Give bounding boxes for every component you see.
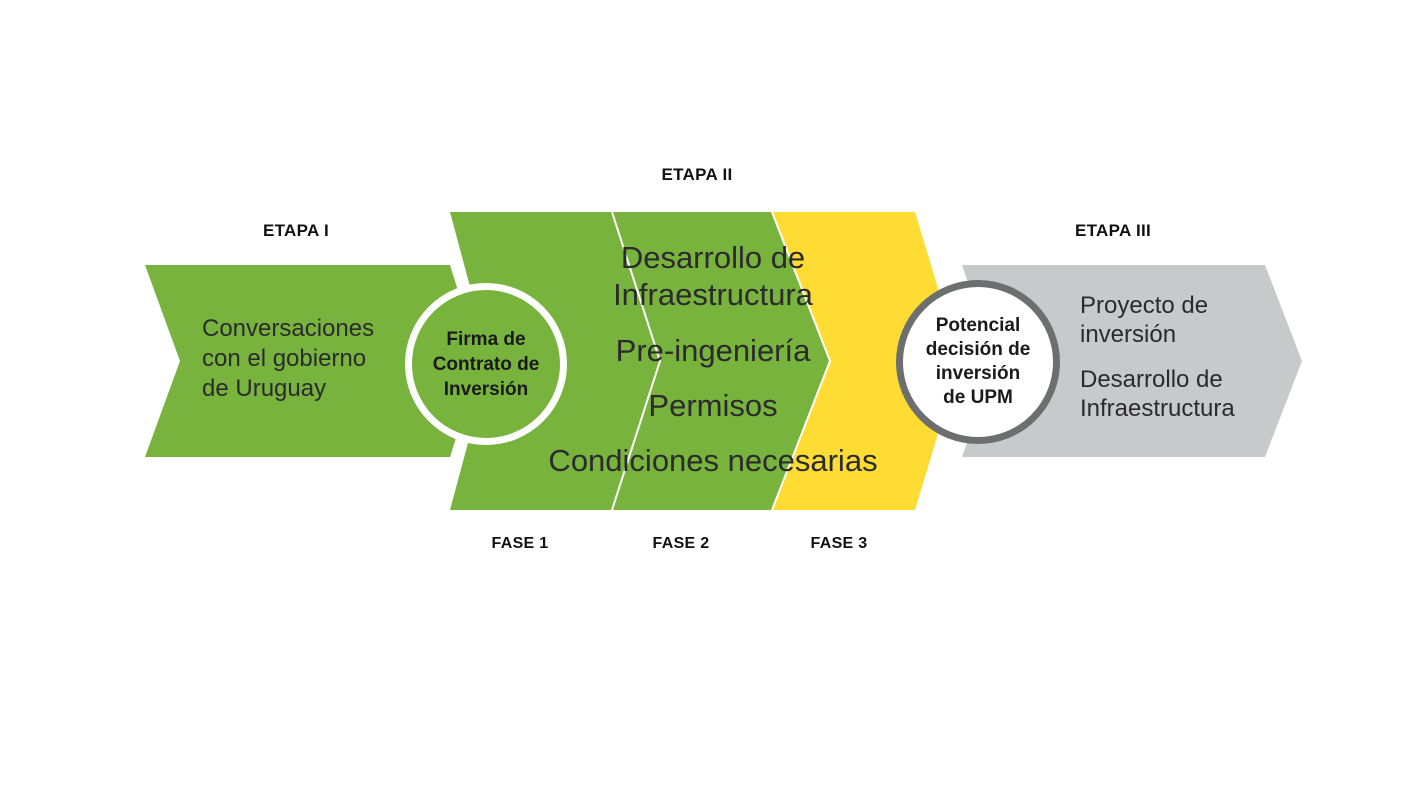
etapa3-line: inversión [1080,321,1177,348]
etapa2-item: Infraestructura [613,277,813,312]
fase2-chevron [612,212,830,510]
fase-separator-2 [771,211,832,511]
etapa3-chevron [962,265,1302,457]
circle2-line: Potencial [935,315,1021,336]
etapa2-item: Permisos [648,388,778,423]
etapa2-item: Pre-ingeniería [615,333,811,368]
etapa1-label: ETAPA I [262,221,330,240]
circle2-line: inversión [935,363,1021,384]
etapa3-label: ETAPA III [1074,221,1152,240]
etapa1-line: Conversaciones [202,315,375,342]
decision-upm-circle: Potencial decisión de inversión de UPM [896,280,1060,444]
etapa2-item: Condiciones necesarias [548,443,878,478]
etapa3-line: Desarrollo de [1080,366,1223,393]
fase2-label: FASE 2 [652,535,710,552]
etapa3-description: Proyecto de inversión Desarrollo de Infr… [1080,291,1235,423]
etapa2-label: ETAPA II [661,165,733,184]
fase-separator-1 [611,211,662,511]
circle1-line: Inversión [443,378,529,400]
circle2-line: de UPM [943,387,1013,408]
fase1-label: FASE 1 [491,535,549,552]
etapa1-line: con el gobierno [202,345,367,372]
circle1-line: Contrato de [432,353,540,375]
circle2-line: decisión de [925,339,1031,360]
etapa2-item: Desarrollo de [620,240,806,275]
etapa1-chevron [145,265,480,457]
etapa3-line: Proyecto de [1080,292,1209,319]
circle1-line: Firma de [446,328,526,350]
fase3-label: FASE 3 [810,535,868,552]
etapa1-line: de Uruguay [202,375,327,402]
etapa3-line: Infraestructura [1080,395,1235,422]
etapa1-description: Conversaciones con el gobierno de Urugua… [202,314,374,404]
fase3-chevron [772,212,960,510]
firma-contrato-circle: Firma de Contrato de Inversión [405,283,567,445]
